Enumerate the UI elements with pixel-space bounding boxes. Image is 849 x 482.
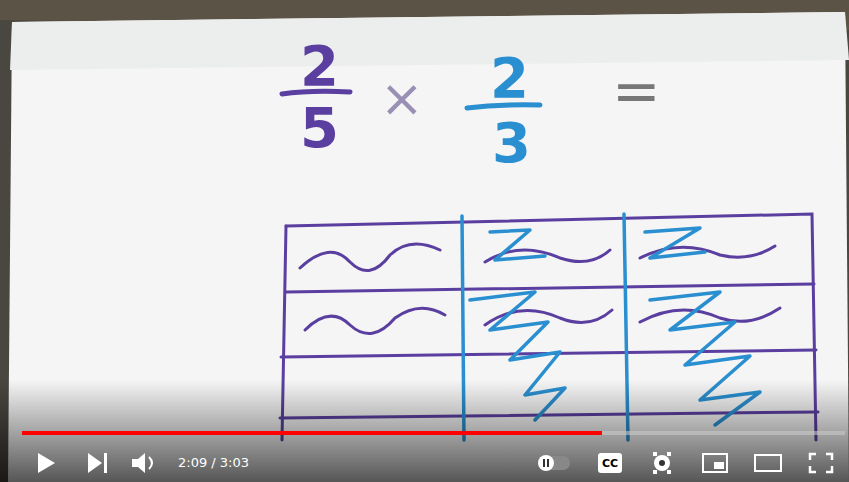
time-display: 2:09 / 3:03 [178, 456, 249, 469]
times-sign: × [380, 72, 424, 124]
equals-sign: = [612, 62, 661, 120]
captions-button: CC [602, 458, 618, 469]
numerator-digit: 2 [300, 38, 339, 94]
denominator-digit: 5 [300, 100, 339, 156]
numerator-digit: 2 [490, 50, 529, 106]
denominator-digit: 3 [492, 115, 531, 171]
